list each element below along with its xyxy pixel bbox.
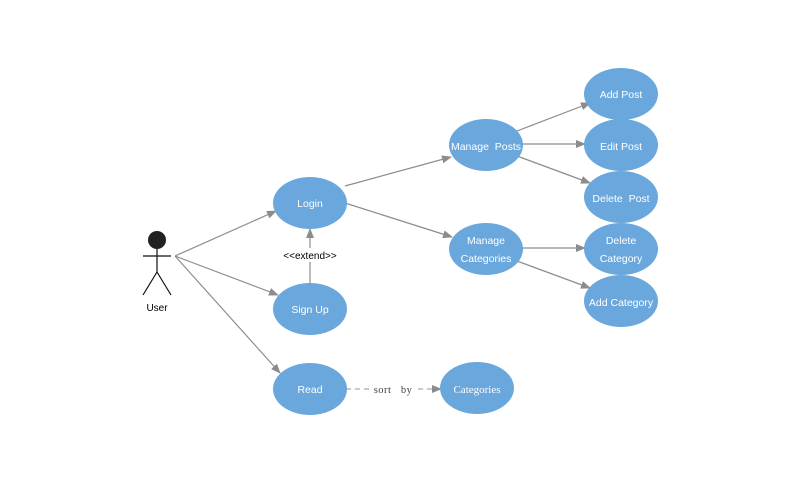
edge-manage-categories-add-category xyxy=(516,260,591,289)
edge-manage-posts-add-post xyxy=(516,102,591,132)
manage-posts-label: Manage Posts xyxy=(451,141,521,153)
edge-login-manage-posts xyxy=(344,155,452,187)
actor-label: User xyxy=(146,303,168,314)
extend-label: <<extend>> xyxy=(283,251,337,262)
edge-user-signup xyxy=(174,255,279,296)
edit-post-ellipse xyxy=(584,119,658,171)
actor-right-leg xyxy=(156,271,172,296)
manage-posts-ellipse xyxy=(449,119,523,171)
delete-category-label-line2: Category xyxy=(600,253,643,265)
usecase-categories[interactable]: Categories xyxy=(440,362,514,414)
usecase-sign-up[interactable]: Sign Up xyxy=(273,283,347,335)
edge-user-login xyxy=(174,210,277,257)
usecase-edit-post[interactable]: Edit Post xyxy=(584,119,658,171)
add-category-ellipse xyxy=(584,275,658,327)
edit-post-label: Edit Post xyxy=(600,141,642,153)
manage-categories-ellipse xyxy=(449,223,523,275)
usecase-manage-categories[interactable]: Manage Categories xyxy=(449,223,523,275)
usecase-read[interactable]: Read xyxy=(273,363,347,415)
usecase-delete-category[interactable]: Delete Category xyxy=(584,223,658,275)
actor-left-leg xyxy=(142,271,158,296)
usecase-login[interactable]: Login xyxy=(273,177,347,229)
sort-by-label-bg xyxy=(370,381,416,397)
delete-post-ellipse xyxy=(584,171,658,223)
sign-up-label: Sign Up xyxy=(291,304,329,316)
usecase-delete-post[interactable]: Delete Post xyxy=(584,171,658,223)
manage-categories-label-line2: Categories xyxy=(461,253,512,265)
usecase-add-post[interactable]: Add Post xyxy=(584,68,658,120)
read-ellipse xyxy=(273,363,347,415)
edges xyxy=(174,102,591,393)
categories-ellipse xyxy=(440,362,514,414)
manage-categories-label-line1: Manage xyxy=(467,235,505,247)
usecase-add-category[interactable]: Add Category xyxy=(584,275,658,327)
add-post-ellipse xyxy=(584,68,658,120)
actor-user: User xyxy=(142,231,172,314)
actor-head xyxy=(148,231,166,249)
edge-manage-posts-delete-post xyxy=(516,155,591,184)
delete-category-label-line1: Delete xyxy=(606,235,637,247)
edge-login-manage-categories xyxy=(344,202,453,239)
sort-by-label: sort by xyxy=(374,385,413,396)
delete-category-ellipse xyxy=(584,223,658,275)
read-label: Read xyxy=(297,384,322,396)
login-label: Login xyxy=(297,198,323,210)
add-post-label: Add Post xyxy=(600,89,643,101)
add-category-label: Add Category xyxy=(589,297,654,309)
categories-label: Categories xyxy=(453,384,500,396)
extend-label-bg xyxy=(280,248,340,262)
edge-user-read xyxy=(174,255,281,374)
login-ellipse xyxy=(273,177,347,229)
sign-up-ellipse xyxy=(273,283,347,335)
delete-post-label: Delete Post xyxy=(592,193,649,205)
usecase-manage-posts[interactable]: Manage Posts xyxy=(449,119,523,171)
